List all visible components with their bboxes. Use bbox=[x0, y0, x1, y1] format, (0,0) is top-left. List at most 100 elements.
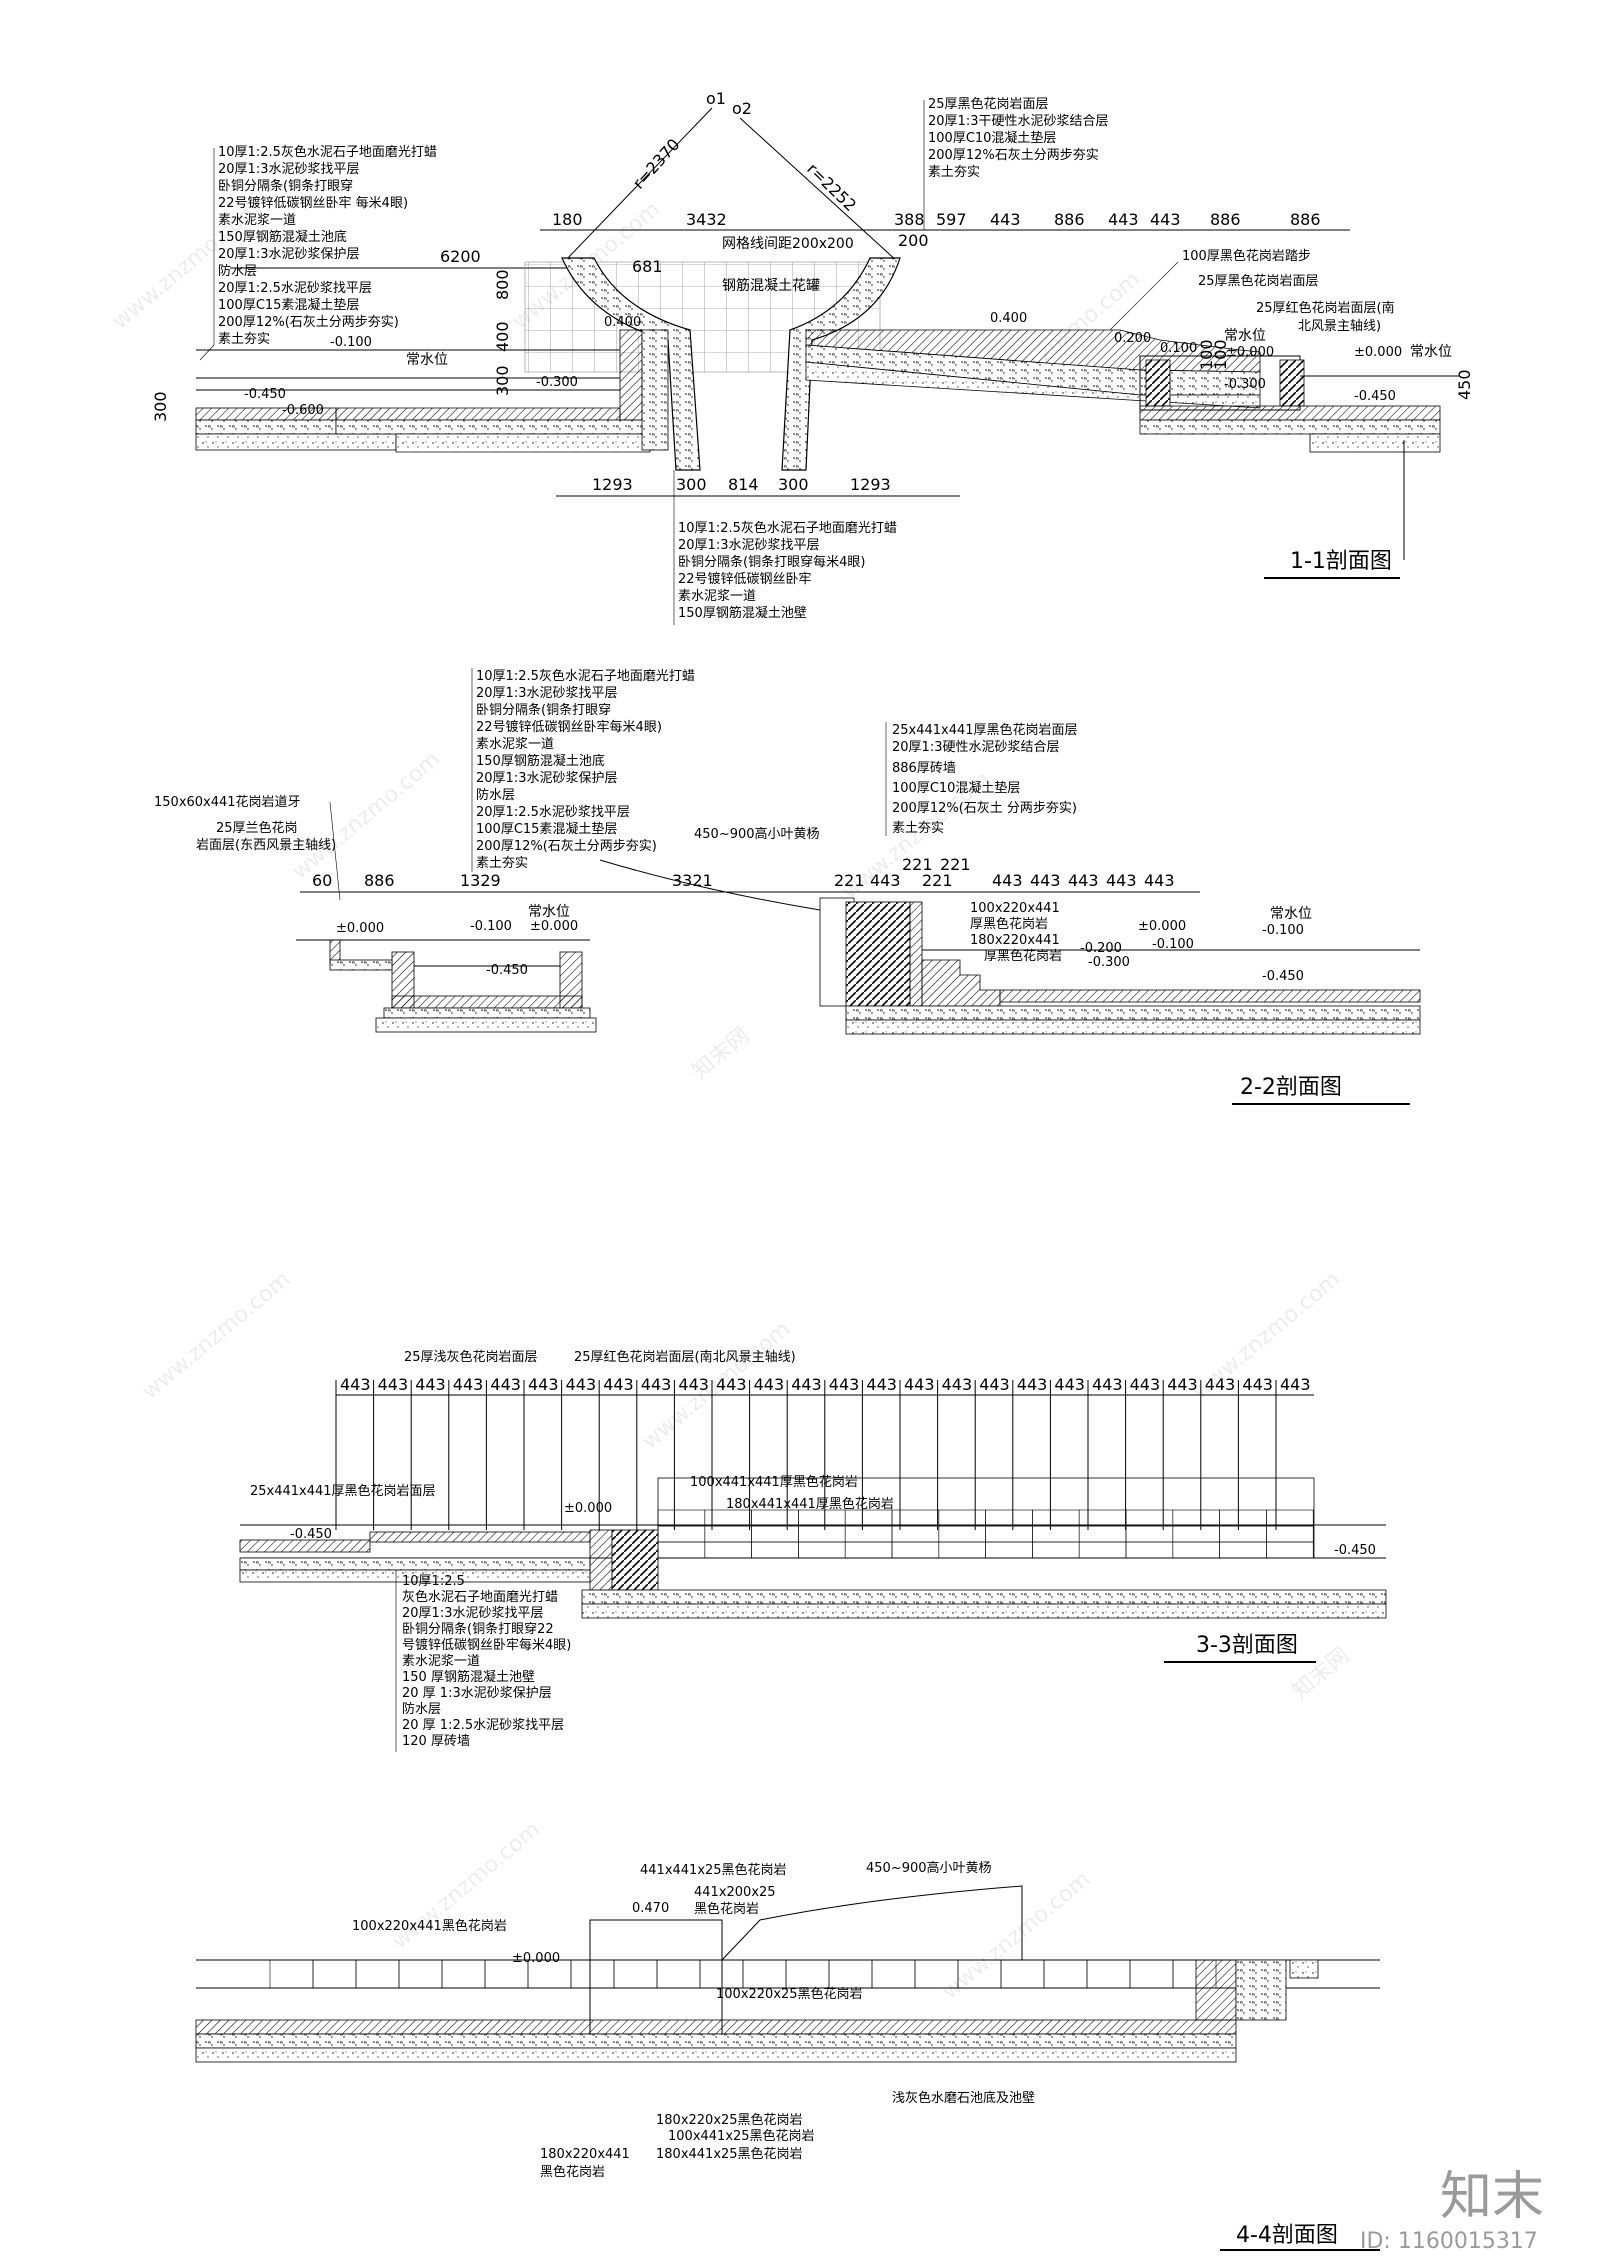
paving-block bbox=[891, 1525, 940, 1543]
note: 10厚1:2.5灰色水泥石子地面磨光打蜡 bbox=[678, 520, 897, 536]
note: 素土夯实 bbox=[928, 165, 980, 180]
dimension: 814 bbox=[728, 475, 759, 494]
note: 素土夯实 bbox=[476, 856, 528, 871]
level-mark: -0.450 bbox=[1354, 389, 1396, 404]
level-mark: -0.100 bbox=[330, 335, 372, 350]
note: 北风景主轴线) bbox=[1298, 319, 1381, 334]
dimension: 443 bbox=[378, 1375, 409, 1394]
note: 20厚1:3硬性水泥砂浆结合层 bbox=[892, 740, 1059, 755]
note: 防水层 bbox=[476, 787, 515, 803]
section-2-2: 10厚1:2.5灰色水泥石子地面磨光打蜡 20厚1:3水泥砂浆找平层 卧铜分隔条… bbox=[154, 668, 1421, 1105]
dimension: 886 bbox=[1210, 210, 1241, 229]
level-mark: ±0.000 bbox=[1226, 345, 1274, 360]
dimension: 6200 bbox=[440, 247, 481, 266]
paving-block bbox=[844, 1525, 893, 1543]
note: 厚黑色花岗岩 bbox=[984, 948, 1062, 964]
paving-block bbox=[891, 1541, 940, 1559]
note: 25厚浅灰色花岗岩面层 bbox=[404, 1349, 538, 1365]
paving-block bbox=[938, 1509, 986, 1527]
note: 素水泥浆一道 bbox=[476, 737, 554, 752]
paving-block bbox=[798, 1541, 846, 1559]
water-level-label: 常水位 bbox=[406, 352, 448, 368]
note: 22号镀锌低碳钢丝卧牢每米4眼) bbox=[476, 719, 662, 735]
note: 20厚1:3水泥砂浆保护层 bbox=[476, 771, 617, 786]
note: 素土夯实 bbox=[218, 332, 270, 347]
paving-block bbox=[269, 1959, 314, 1989]
level-mark: -0.450 bbox=[1334, 1543, 1376, 1558]
water-level-label: 常水位 bbox=[1224, 328, 1266, 344]
note: 100厚黑色花岗岩踏步 bbox=[1182, 248, 1311, 264]
note: 号镀锌低碳钢丝卧牢每米4眼) bbox=[402, 1637, 571, 1653]
dimension: 300 bbox=[493, 365, 512, 396]
paving-block bbox=[844, 1541, 893, 1559]
dimension: 443 bbox=[990, 210, 1021, 229]
paving-block bbox=[938, 1525, 986, 1543]
dimension: 400 bbox=[493, 321, 512, 352]
paving-block bbox=[312, 1959, 357, 1989]
paving-block bbox=[656, 1959, 701, 1989]
water-level-label: 常水位 bbox=[1410, 344, 1452, 360]
dimension: 443 bbox=[791, 1375, 822, 1394]
note: 180x441x25黑色花岗岩 bbox=[656, 2146, 803, 2162]
paving-block bbox=[1086, 1959, 1131, 1989]
dimension: 886 bbox=[1290, 210, 1321, 229]
dimension: 886 bbox=[1054, 210, 1085, 229]
leader-notes-top-right: 25厚黑色花岗岩面层 20厚1:3干硬性水泥砂浆结合层 100厚C10混凝土垫层… bbox=[923, 96, 1108, 230]
level-mark: 0.470 bbox=[632, 1901, 669, 1916]
note: 素土夯实 bbox=[892, 821, 944, 836]
level-mark: -0.300 bbox=[536, 375, 578, 390]
note: 25厚红色花岗岩面层(南 bbox=[1256, 300, 1395, 316]
dimension: 1293 bbox=[592, 475, 633, 494]
dimension-row-top: 180 3432 388 597 443 886 443 443 886 886 bbox=[552, 210, 1321, 229]
level-mark: -0.300 bbox=[1224, 377, 1266, 392]
note: 886厚砖墙 bbox=[892, 761, 956, 776]
level-mark: -0.450 bbox=[1262, 969, 1304, 984]
paving-block bbox=[1125, 1541, 1174, 1559]
dimension: 443 bbox=[866, 1375, 897, 1394]
paving-block bbox=[1266, 1509, 1314, 1527]
dimension: 443 bbox=[1144, 871, 1175, 890]
paving-block bbox=[441, 1959, 486, 1989]
level-mark: 0.400 bbox=[990, 311, 1027, 326]
dimension: 443 bbox=[1130, 1375, 1161, 1394]
note: 25厚黑色花岗岩面层 bbox=[928, 96, 1049, 112]
paving-block bbox=[844, 1509, 893, 1527]
note: 22号镀锌低碳钢丝卧牢 每米4眼) bbox=[218, 195, 408, 211]
water-level-label: 常水位 bbox=[528, 904, 570, 920]
leader-notes-right: 100厚黑色花岗岩踏步 25厚黑色花岗岩面层 25厚红色花岗岩面层(南 北风景主… bbox=[1109, 248, 1395, 334]
paving-block bbox=[1219, 1509, 1267, 1527]
note: 卧铜分隔条(铜条打眼穿22 bbox=[402, 1621, 554, 1637]
dimension: 200 bbox=[898, 231, 929, 250]
note: 黑色花岗岩 bbox=[694, 1901, 759, 1917]
grid-label: 网格线间距200x200 bbox=[722, 236, 854, 252]
note: 25x441x441厚黑色花岗岩面层 bbox=[250, 1483, 436, 1499]
section-title: 4-4剖面图 bbox=[1236, 2223, 1338, 2248]
dimension: 443 bbox=[453, 1375, 484, 1394]
paving-block bbox=[828, 1959, 873, 1989]
paving-block bbox=[355, 1959, 400, 1989]
paving-block bbox=[1078, 1541, 1127, 1559]
paving-block bbox=[1078, 1525, 1127, 1543]
brand-logo: 知末 ID: 1160015317 bbox=[1360, 2167, 1544, 2254]
dimension: 443 bbox=[979, 1375, 1010, 1394]
level-mark: -0.450 bbox=[290, 1527, 332, 1542]
dimension: 443 bbox=[1054, 1375, 1085, 1394]
paving-block bbox=[1266, 1525, 1314, 1543]
note: 25厚兰色花岗 bbox=[216, 820, 298, 836]
dimension: 60 bbox=[312, 871, 332, 890]
note: 20厚1:3干硬性水泥砂浆结合层 bbox=[928, 114, 1108, 129]
dimension: 180 bbox=[552, 210, 583, 229]
paving-block bbox=[1219, 1525, 1267, 1543]
dimension: 300 bbox=[778, 475, 809, 494]
paving-block bbox=[871, 1959, 916, 1989]
note: 卧铜分隔条(铜条打眼穿每米4眼) bbox=[678, 554, 865, 570]
note: 灰色水泥石子地面磨光打蜡 bbox=[402, 1589, 558, 1605]
level-mark: ±0.000 bbox=[1354, 345, 1402, 360]
dimension: 300 bbox=[676, 475, 707, 494]
dimension: 443 bbox=[754, 1375, 785, 1394]
note: 100x220x25黑色花岗岩 bbox=[716, 1986, 863, 2002]
note: 素水泥浆一道 bbox=[678, 589, 756, 604]
note: 441x200x25 bbox=[694, 1885, 776, 1900]
